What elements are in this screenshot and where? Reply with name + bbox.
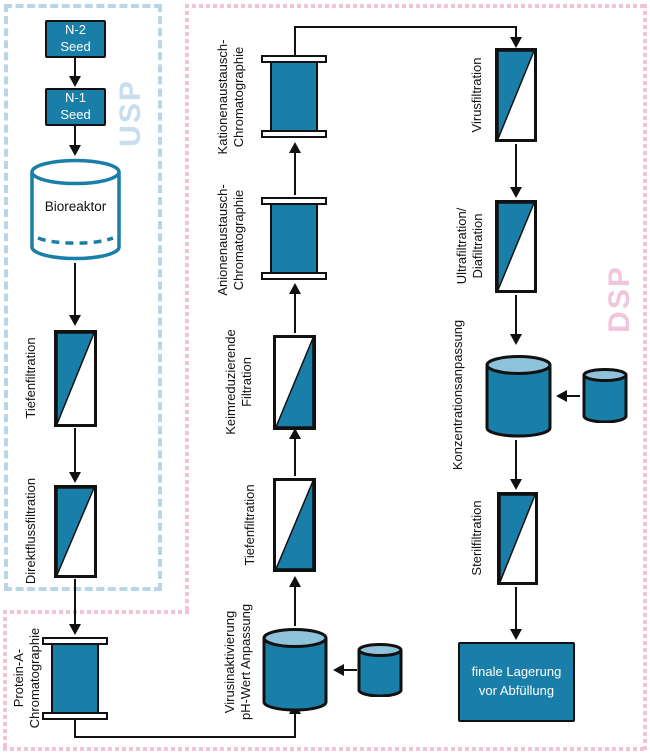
flow-arrow-down-icon [510, 144, 522, 198]
node-label: Anionenaustausch- Chromatographie [214, 184, 246, 296]
protein-a-chromatography-column-icon [42, 637, 108, 720]
node-label: Keimreduzierende Filtration [222, 329, 254, 435]
flow-arrow-up-icon [289, 142, 301, 195]
sterile-filtration-filter-icon [497, 492, 538, 585]
flow-arrow-down-icon [510, 440, 522, 490]
flow-arrow-down-icon [69, 58, 81, 87]
dsp-border-right [643, 4, 647, 752]
node-label: Virusfiltration [468, 57, 484, 133]
flow-arrow-down-icon [69, 428, 81, 483]
buffer-tank-icon [357, 643, 403, 697]
node-label: Ultrafiltration/ Diafiltration [453, 207, 485, 285]
n2-seed-label-line2: Seed [60, 39, 91, 54]
direct-flow-filtration-filter-icon [54, 485, 97, 578]
flow-arrow-down-icon [510, 37, 522, 48]
final-storage-label-line2: vor Abfüllung [478, 683, 555, 698]
flow-arrow-left-icon [333, 664, 357, 676]
usp-region-label: USP [114, 79, 147, 147]
flow-arrow-down-icon [69, 263, 81, 326]
final-storage-label-line1: finale Lagerung [471, 664, 562, 680]
ultrafiltration-filter-icon [495, 200, 537, 293]
flow-arrow-down-icon [510, 587, 522, 640]
column-body [270, 63, 318, 130]
germ-reducing-filtration-filter-icon [273, 335, 316, 430]
final-storage-box: finale Lagerung vor Abfüllung [458, 642, 575, 722]
bioreactor-label: Bioreaktor [44, 199, 107, 214]
virus-filtration-filter-icon [495, 48, 537, 142]
anion-exchange-chromatography-column-icon [261, 197, 327, 280]
dsp-border-top [185, 4, 647, 8]
column-flange [261, 55, 327, 63]
dsp-border-step [3, 610, 189, 614]
depth-filtration-filter-icon [54, 330, 97, 427]
cation-exchange-chromatography-column-icon [261, 55, 327, 138]
node-label: Tiefenfiltration [241, 484, 257, 566]
n2-seed-box: N-2 Seed [45, 20, 106, 58]
bioreactor-tank-icon [30, 158, 121, 261]
dsp-border-left-lower [3, 610, 7, 751]
node-label: Tiefenfiltration [22, 337, 38, 419]
node-label: Direktflussfiltration [22, 477, 38, 585]
node-label: Virusinaktivierung pH-Wert Anpassung [221, 603, 253, 721]
column-flange [261, 197, 327, 205]
column-flange [42, 637, 108, 645]
usp-region-border [4, 4, 162, 591]
flow-arrow-down-icon [69, 579, 81, 635]
flow-arrow-down-icon [510, 295, 522, 345]
column-body [270, 205, 318, 272]
flow-arrow-up-icon [289, 576, 301, 626]
virus-inactivation-tank-icon [262, 628, 328, 712]
dsp-region-label: DSP [603, 265, 636, 333]
n1-seed-box: N-1 Seed [45, 88, 106, 126]
depth-filtration-filter-icon [273, 478, 316, 572]
n1-seed-label-line2: Seed [60, 107, 91, 122]
node-label: Sterilfiltration [468, 500, 484, 576]
flow-arrow-left-icon [556, 390, 580, 402]
column-body [51, 645, 99, 712]
node-label: Kationenaustausch- Chromatographie [214, 39, 246, 155]
column-flange [261, 272, 327, 280]
n2-seed-label-line1: N-2 [65, 22, 86, 38]
concentration-adjustment-tank-icon [485, 355, 552, 438]
node-label: Konzentrationsanpassung [449, 319, 465, 471]
buffer-tank-icon [582, 368, 628, 423]
flow-arrow-up-icon [289, 428, 301, 476]
flow-arrow-down-icon [69, 126, 81, 156]
n1-seed-label-line1: N-1 [65, 90, 86, 106]
dsp-border-left-upper [185, 4, 189, 614]
column-flange [261, 130, 327, 138]
dsp-border-bottom [3, 747, 647, 751]
flow-arrow-up-icon [289, 283, 301, 333]
node-label: Protein-A- Chromatographie [10, 627, 42, 729]
